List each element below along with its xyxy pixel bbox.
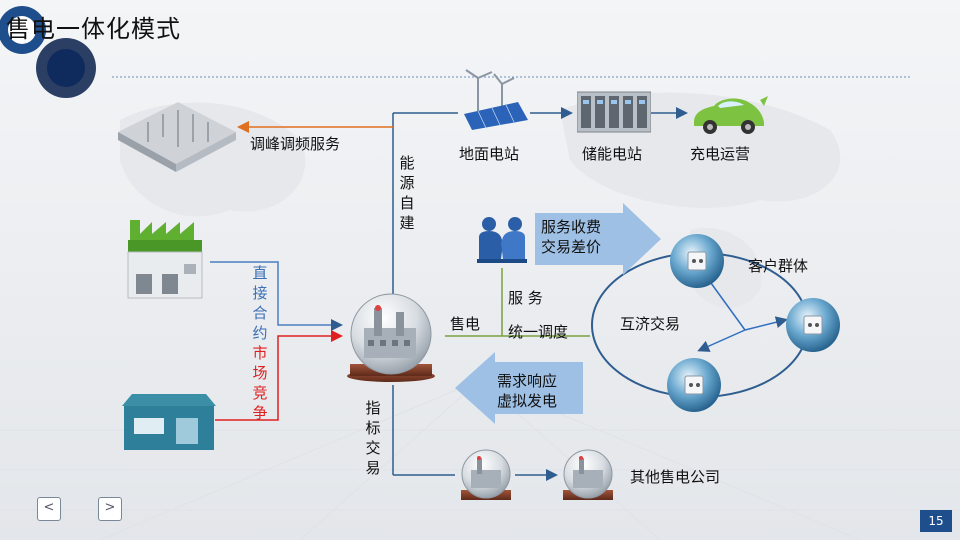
page-title: 售电一体化模式 [6,15,181,43]
demand-response-text-1: 需求响应 [497,372,558,390]
customer-globe-icon-3 [667,358,721,412]
ground-station-label: 地面电站 [459,145,520,163]
customer-globe-icon-2 [786,298,840,352]
service-label: 服 务 [508,289,543,307]
factory-icon [127,220,203,299]
sell-power-label: 售电 [450,315,481,333]
index-trade-label: 指标交易 [365,399,381,477]
direct-contract-label: 直接合约 [252,264,268,342]
power-company-small-icon-2 [563,449,613,500]
mutual-trade-label: 互济交易 [620,315,681,333]
demand-response-text-2: 虚拟发电 [497,392,558,410]
demand-response-arrow [455,352,583,424]
solar-wind-icon [464,69,528,130]
ev-car-icon [694,96,768,134]
energy-self-build-label: 能源自建 [399,154,415,232]
service-fee-text-2: 交易差价 [541,238,602,256]
peak-service-label: 调峰调频服务 [250,135,341,153]
title-logo [0,6,96,98]
market-competition-label: 市场竞争 [252,344,268,422]
power-company-dome-icon [347,293,435,382]
handshake-icon [477,217,527,263]
power-company-small-icon-1 [461,449,511,500]
customer-group-label: 客户群体 [748,257,809,275]
charging-ops-label: 充电运营 [690,145,751,163]
next-slide-button[interactable]: > [98,497,122,521]
datacenter-icon [118,102,236,172]
page-number: 15 [920,510,952,532]
warehouse-icon [122,394,216,450]
storage-station-label: 储能电站 [582,145,643,163]
other-companies-label: 其他售电公司 [630,468,721,486]
battery-storage-icon [577,91,651,133]
prev-slide-button[interactable]: < [37,497,61,521]
service-fee-text-1: 服务收费 [541,218,602,236]
unified-dispatch-label: 统一调度 [508,323,569,341]
customer-globe-icon-1 [670,234,724,288]
service-fee-arrow [535,203,661,275]
